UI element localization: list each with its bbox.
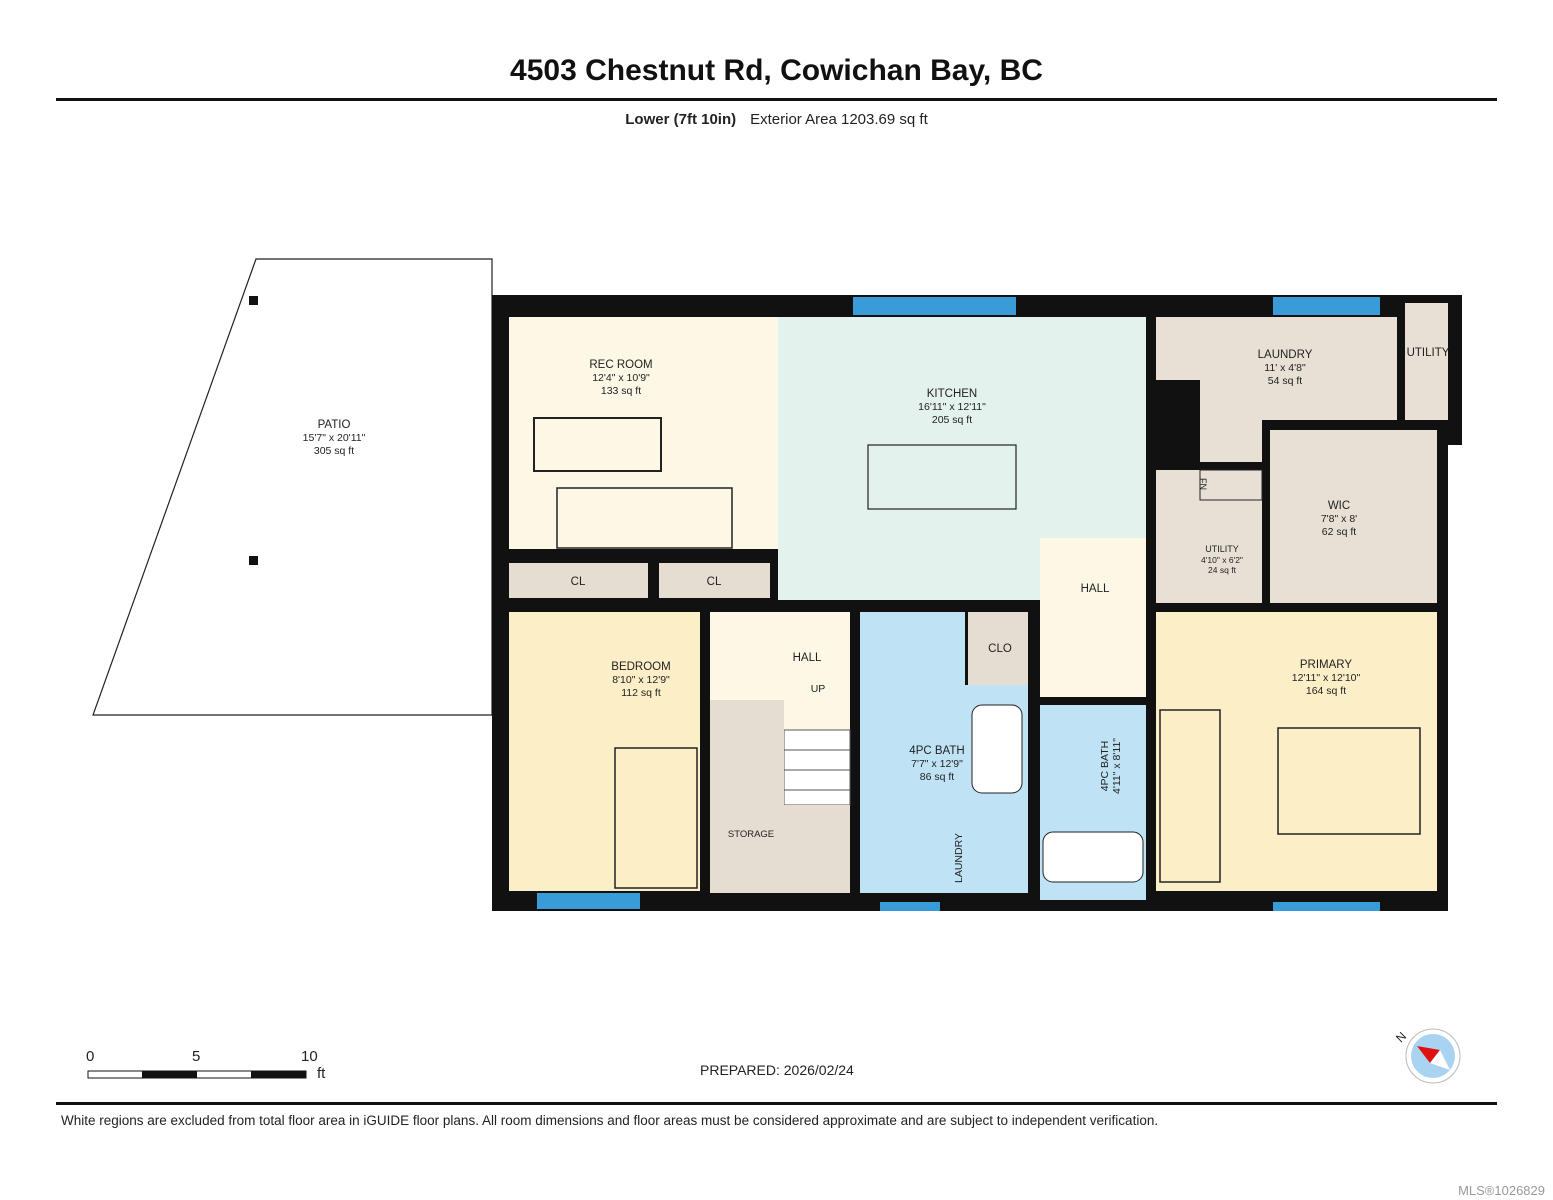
room-storage [710, 700, 850, 893]
patio-area [92, 258, 493, 716]
sofa [1159, 709, 1221, 883]
page-title: 4503 Chestnut Rd, Cowichan Bay, BC [510, 54, 1043, 87]
closet-1-label: CL [571, 576, 586, 588]
utility-label: UTILITY [1205, 544, 1239, 554]
room-primary [1156, 612, 1437, 891]
compass-icon: N [1393, 1028, 1461, 1084]
bedroom-area: 112 sq ft [621, 687, 661, 699]
kitchen-area: 205 sq ft [932, 414, 972, 426]
scale-label-5: 5 [192, 1048, 201, 1065]
scale-unit: ft [317, 1065, 326, 1082]
floor-subtitle: Lower (7ft 10in) Exterior Area 1203.69 sq… [0, 111, 1553, 128]
hall-mid-label: HALL [793, 652, 822, 664]
room-utility-top [1405, 303, 1448, 420]
laundry-label: LAUNDRY [1258, 349, 1313, 361]
room-wic [1270, 430, 1437, 603]
prepared-date: PREPARED: 2026/02/24 [700, 1062, 854, 1078]
level-label: Lower (7ft 10in) [625, 111, 737, 128]
title-divider [56, 98, 1497, 101]
hall-right-label: HALL [1081, 583, 1110, 595]
scale-bar [87, 1070, 307, 1079]
compass-north-label: N [1393, 1029, 1409, 1045]
wic-dims: 7'8" x 8' [1321, 513, 1357, 525]
post-marker [249, 296, 258, 305]
window [880, 902, 940, 911]
bedroom-dims: 8'10" x 12'9" [612, 674, 670, 686]
room-closet-2 [659, 563, 770, 598]
furnace [1199, 469, 1263, 501]
sofa [556, 487, 733, 549]
scale-label-0: 0 [86, 1048, 95, 1065]
closet-2-label: CL [707, 576, 722, 588]
footer-divider [56, 1102, 1497, 1105]
kitchen-label: KITCHEN [927, 388, 977, 400]
room-closet-1 [509, 563, 648, 598]
bath-1-area: 86 sq ft [920, 771, 955, 783]
stairs [783, 729, 851, 806]
bath-2-dims: 4'11" x 8'11" [1111, 738, 1123, 794]
laundry-closet-label: LAUNDRY [953, 833, 965, 883]
kitchen-dims: 16'11" x 12'11" [918, 401, 986, 413]
bed [614, 747, 698, 889]
clo-label: CLO [988, 643, 1012, 655]
patio-dims: 15'7" x 20'11" [303, 432, 366, 444]
bath-1-label: 4PC BATH [909, 745, 964, 757]
table [533, 417, 662, 472]
wic-area: 62 sq ft [1322, 526, 1357, 538]
furnace-label: FN [1198, 478, 1208, 490]
primary-area: 164 sq ft [1306, 685, 1346, 697]
rec-room-area: 133 sq ft [601, 385, 641, 397]
room-hall-right [1040, 538, 1146, 697]
window [853, 297, 1016, 315]
room-kitchen [778, 317, 1146, 600]
exterior-area: Exterior Area 1203.69 sq ft [750, 111, 928, 128]
rec-room-dims: 12'4" x 10'9" [592, 372, 650, 384]
stairs-up-label: UP [811, 683, 826, 695]
room-bath-1 [860, 612, 1028, 893]
primary-dims: 12'11" x 12'10" [1292, 672, 1361, 684]
room-rec-room [509, 317, 778, 549]
bedroom-label: BEDROOM [611, 661, 670, 673]
disclaimer: White regions are excluded from total fl… [61, 1113, 1159, 1128]
patio-label: PATIO [318, 419, 351, 431]
room-bedroom [509, 612, 700, 891]
utility-area: 24 sq ft [1208, 565, 1237, 575]
mls-number: MLS®1026829 [1458, 1183, 1545, 1198]
window [537, 893, 640, 909]
bathtub [971, 704, 1023, 794]
room-clo [968, 612, 1028, 685]
primary-label: PRIMARY [1300, 659, 1353, 671]
wic-label: WIC [1328, 500, 1350, 512]
utility-top-label: UTILITY [1407, 347, 1450, 359]
scale-label-10: 10 [301, 1048, 318, 1065]
bath-2-label: 4PC BATH [1099, 741, 1111, 792]
utility-dims: 4'10" x 6'2" [1201, 555, 1243, 565]
kitchen-island [867, 444, 1017, 510]
window [1273, 297, 1380, 315]
bathtub [1042, 831, 1144, 883]
room-laundry [1156, 317, 1397, 462]
laundry-area: 54 sq ft [1268, 375, 1303, 387]
rec-room-label: REC ROOM [589, 359, 652, 371]
patio-area-text: 305 sq ft [314, 445, 354, 457]
bath-1-dims: 7'7" x 12'9" [911, 758, 963, 770]
post-marker [249, 556, 258, 565]
storage-label: STORAGE [728, 829, 774, 840]
bed [1277, 727, 1421, 835]
window [1273, 902, 1380, 911]
laundry-dims: 11' x 4'8" [1264, 362, 1306, 374]
